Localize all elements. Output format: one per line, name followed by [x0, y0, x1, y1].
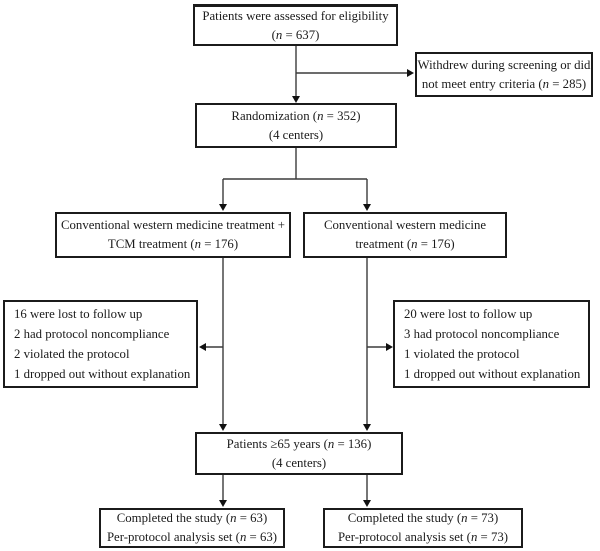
box-tcm-completed-text: Completed the study (n = 63)Per-protocol…: [106, 511, 278, 544]
box-western-completed: Completed the study (n = 73)Per-protocol…: [323, 508, 523, 548]
box-eligibility: Patients were assessed for eligibility(n…: [193, 4, 398, 46]
box-eligibility-text: Patients were assessed for eligibility(n…: [202, 8, 389, 42]
arrow-elderly-to-tcm-completed: [219, 475, 227, 507]
arrow-western-arm-to-losses: [367, 343, 393, 351]
box-randomization: Randomization (n = 352)(4 centers): [195, 103, 397, 148]
box-western-completed-text: Completed the study (n = 73)Per-protocol…: [337, 511, 509, 544]
box-tcm-completed: Completed the study (n = 63)Per-protocol…: [99, 508, 285, 548]
arrow-eligibility-to-withdrew: [296, 69, 414, 77]
arrow-eligibility-to-randomization: [292, 46, 300, 103]
arrow-elderly-to-western-completed: [363, 475, 371, 507]
arrow-western-arm-to-elderly: [363, 258, 371, 431]
box-randomization-text: Randomization (n = 352)(4 centers): [231, 108, 361, 142]
box-elderly: Patients ≥65 years (n = 136)(4 centers): [195, 432, 403, 475]
arrow-randomization-to-arms: [219, 148, 371, 211]
box-tcm-arm: Conventional western medicine treatment …: [55, 212, 291, 258]
arrow-tcm-arm-to-losses: [199, 343, 223, 351]
arrow-tcm-arm-to-elderly: [219, 258, 227, 431]
box-elderly-text: Patients ≥65 years (n = 136)(4 centers): [226, 436, 372, 470]
box-tcm-arm-text: Conventional western medicine treatment …: [61, 218, 285, 251]
